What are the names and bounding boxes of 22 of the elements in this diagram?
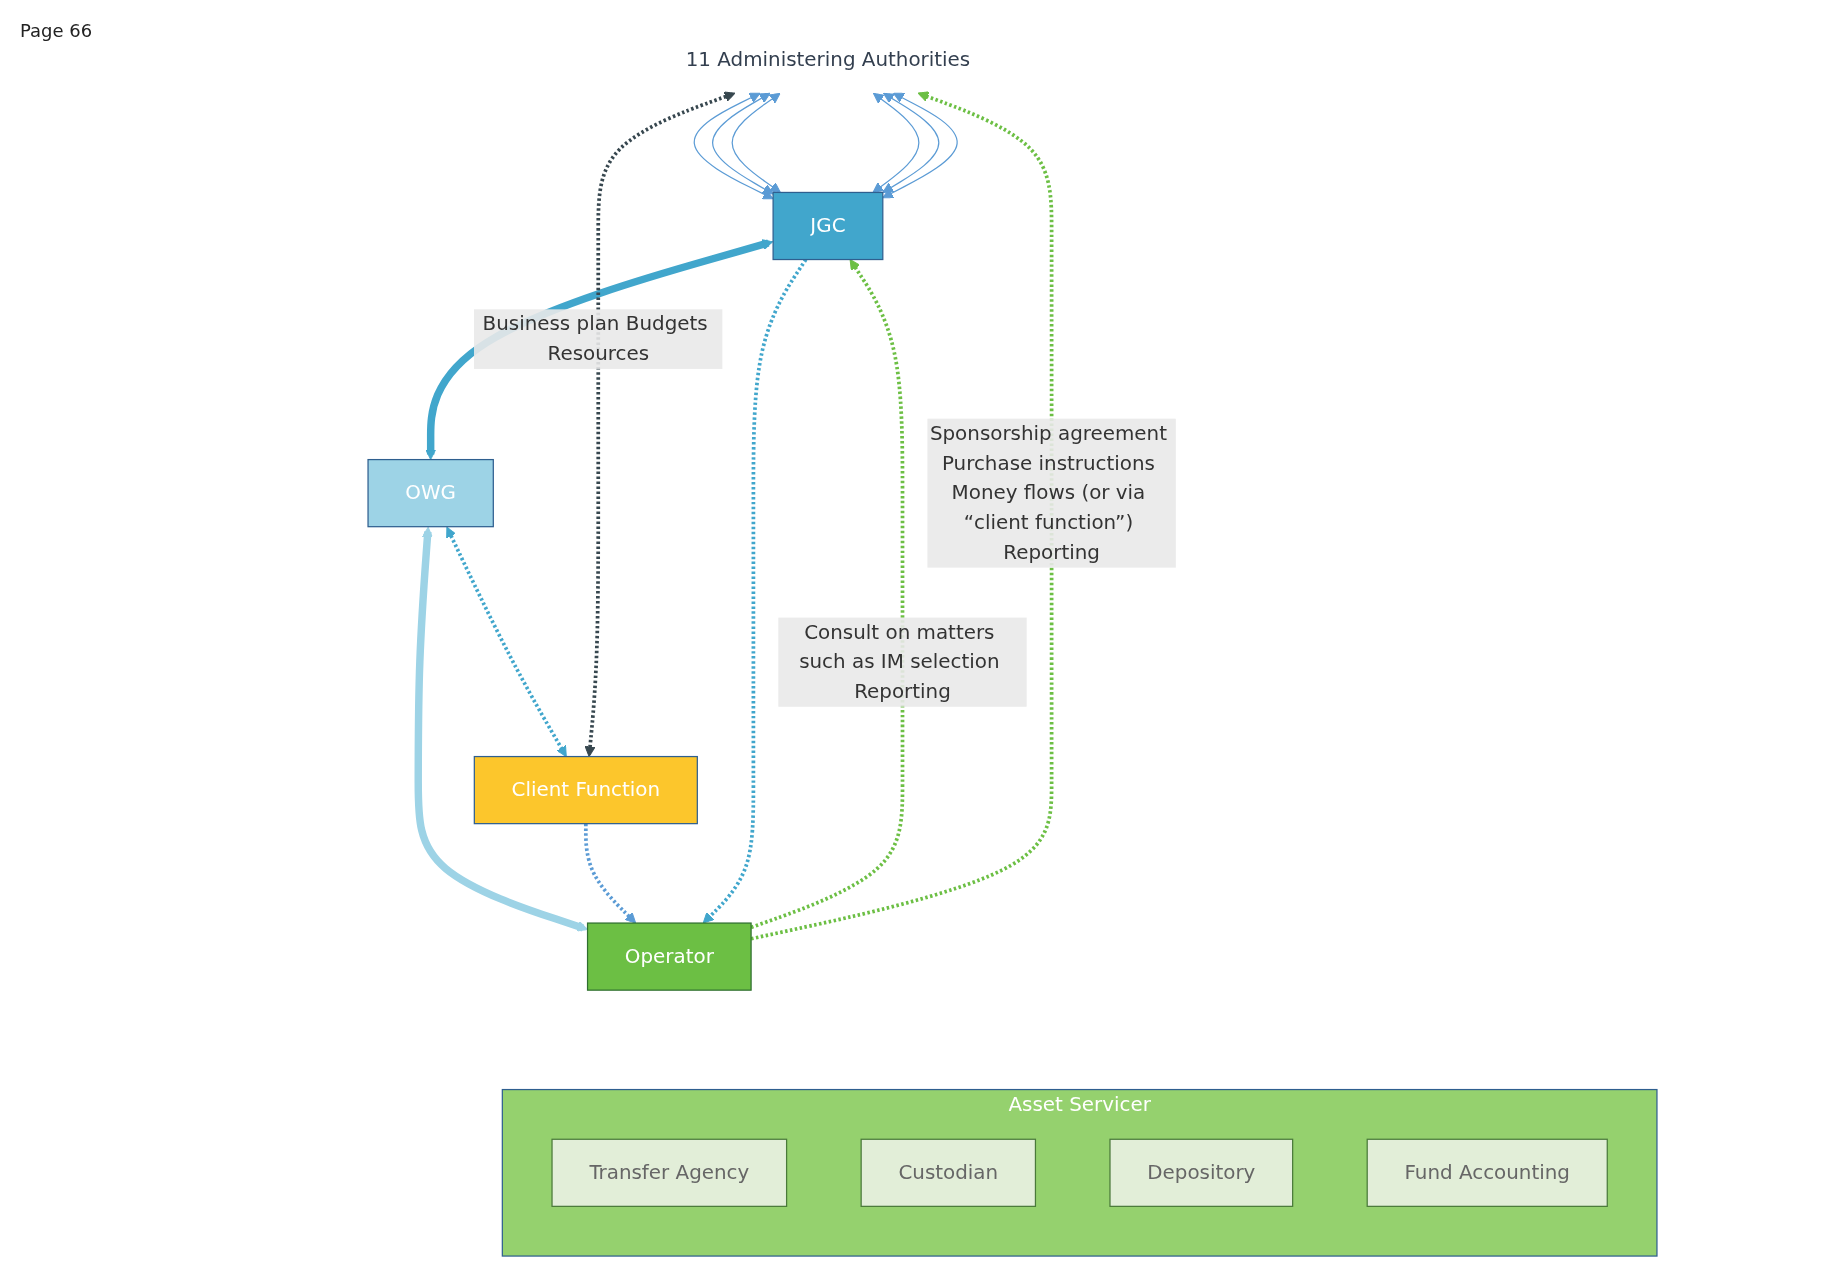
node-box: Client Function — [473, 755, 698, 825]
node-box: Fund Accounting — [1366, 1138, 1608, 1207]
node-box: Depository — [1109, 1138, 1294, 1207]
node-box: Transfer Agency — [551, 1138, 788, 1207]
edge-label: Sponsorship agreement Purchase instructions Money flows (or via “client function”) Reporting — [929, 421, 1167, 564]
arrow — [583, 823, 637, 924]
node-text: 11 Administering Authorities — [685, 47, 971, 71]
arrow — [712, 92, 774, 195]
arrow — [693, 92, 774, 200]
node-box: Custodian — [860, 1138, 1037, 1207]
arrow — [882, 92, 940, 194]
page-number: Page 66 — [20, 20, 94, 41]
node-box: Operator — [586, 922, 752, 991]
arrow — [446, 526, 567, 758]
node-box: OWG — [367, 458, 494, 528]
arrow — [882, 92, 958, 199]
arrow — [731, 92, 781, 193]
arrow — [584, 91, 736, 758]
arrow — [872, 92, 920, 193]
edge-label: Business plan Budgets Resources — [482, 311, 708, 366]
arrow — [702, 258, 808, 924]
edge-label: Consult on matters such as IM selection Reporting — [799, 619, 1000, 704]
